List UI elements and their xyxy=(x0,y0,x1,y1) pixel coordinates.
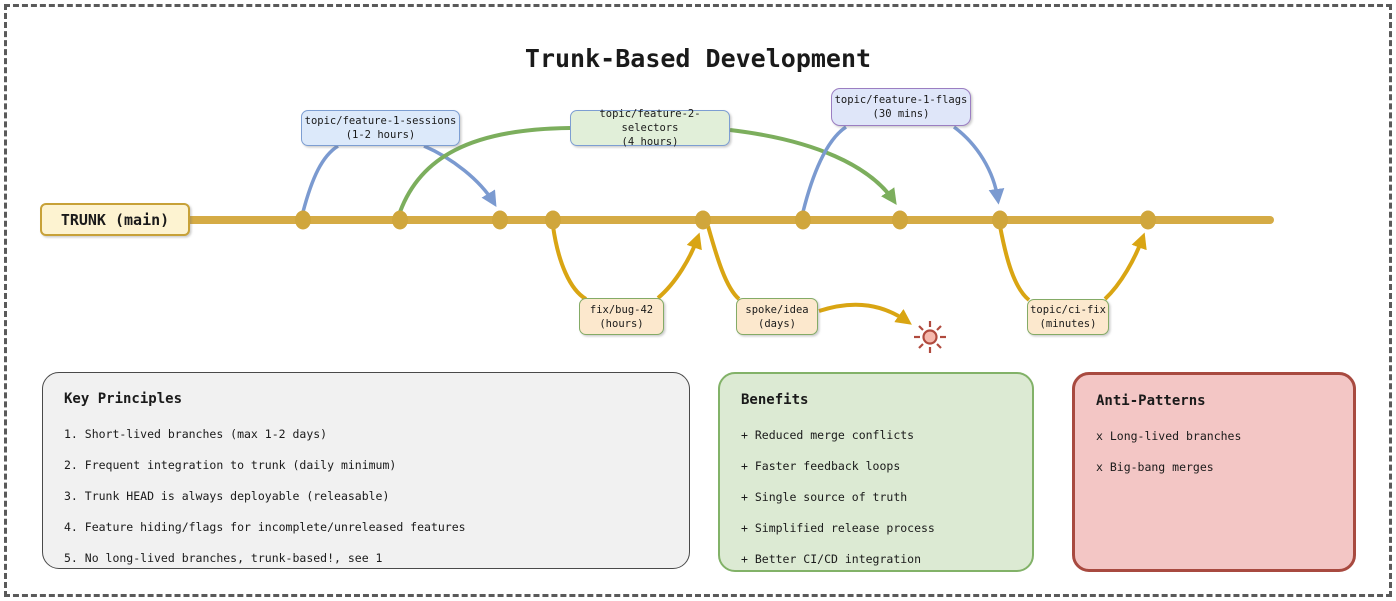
benefits-title: Benefits xyxy=(741,392,809,408)
anti-pattern-item: x Long-lived branches xyxy=(1096,429,1242,443)
key-principle-item: 1. Short-lived branches (max 1-2 days) xyxy=(64,427,328,441)
commit-dot xyxy=(295,210,311,230)
commit-dots xyxy=(295,210,1156,230)
branch-box-spoke-idea: spoke/idea (days) xyxy=(736,298,818,335)
branch-box-fix-bug-42: fix/bug-42 (hours) xyxy=(579,298,664,335)
branch-out-fix-bug-42 xyxy=(551,225,588,301)
merge-arrow-feature-2-selectors xyxy=(729,128,897,205)
commit-dot xyxy=(545,210,561,230)
benefit-item: + Reduced merge conflicts xyxy=(741,428,915,442)
branch-duration: (minutes) xyxy=(1039,318,1097,330)
branch-duration: (30 mins) xyxy=(872,108,930,120)
branch-out-feature-1-flags xyxy=(801,125,848,213)
branch-out-feature-1-sessions xyxy=(301,144,339,213)
diagram-title: Trunk-Based Development xyxy=(524,44,872,73)
branch-box-ci-fix: topic/ci-fix (minutes) xyxy=(1027,299,1109,335)
branch-name: topic/feature-1-sessions xyxy=(304,115,457,127)
key-principle-item: 3. Trunk HEAD is always deployable (rele… xyxy=(64,489,390,503)
anti-pattern-item: x Big-bang merges xyxy=(1096,460,1214,474)
commit-dot xyxy=(1140,210,1156,230)
starburst-icon xyxy=(914,321,946,353)
branch-name: topic/feature-1-flags xyxy=(834,94,968,106)
merge-arrow-feature-1-flags xyxy=(952,125,1005,205)
branch-name: topic/ci-fix xyxy=(1030,304,1106,316)
commit-dot xyxy=(492,210,508,230)
branch-name: spoke/idea xyxy=(745,303,809,316)
merge-arrow-fix-bug-42 xyxy=(656,232,702,300)
benefit-item: + Simplified release process xyxy=(741,521,935,535)
benefits-panel: Benefits + Reduced merge conflicts + Fas… xyxy=(718,372,1034,572)
branch-duration: (1-2 hours) xyxy=(345,129,416,141)
branch-out-ci-fix xyxy=(998,225,1031,302)
abandon-arrow-spoke-idea xyxy=(818,302,912,325)
branch-box-feature-1-flags: topic/feature-1-flags (30 mins) xyxy=(831,88,971,126)
commit-dot xyxy=(392,210,408,230)
branch-duration: (hours) xyxy=(599,317,644,330)
merge-arrow-feature-1-sessions xyxy=(423,144,497,208)
branch-box-feature-2-selectors: topic/feature-2-selectors (4 hours) xyxy=(570,108,730,148)
anti-patterns-title: Anti-Patterns xyxy=(1096,393,1206,409)
key-principles-panel: Key Principles 1. Short-lived branches (… xyxy=(42,372,690,569)
benefit-item: + Faster feedback loops xyxy=(741,459,901,473)
branch-box-feature-1-sessions: topic/feature-1-sessions (1-2 hours) xyxy=(301,110,460,146)
trunk-main-label: TRUNK (main) xyxy=(40,203,190,236)
commit-dot xyxy=(695,210,711,230)
branch-out-spoke-idea xyxy=(706,225,741,301)
commit-dot xyxy=(795,210,811,230)
key-principle-item: 2. Frequent integration to trunk (daily … xyxy=(64,458,397,472)
branch-duration: (4 hours) xyxy=(621,136,679,148)
key-principles-title: Key Principles xyxy=(64,391,183,407)
branch-name: topic/feature-2-selectors xyxy=(599,108,701,134)
branch-out-feature-2-selectors xyxy=(398,126,571,213)
key-principle-item: 4. Feature hiding/flags for incomplete/u… xyxy=(64,520,466,534)
branch-name: fix/bug-42 xyxy=(589,303,654,316)
anti-patterns-panel: Anti-Patterns x Long-lived branches x Bi… xyxy=(1072,372,1356,572)
branch-duration: (days) xyxy=(758,317,796,330)
trunk-main-label-text: TRUNK (main) xyxy=(60,210,170,229)
benefit-item: + Single source of truth xyxy=(741,490,908,504)
commit-dot xyxy=(992,210,1008,230)
merge-arrow-ci-fix xyxy=(1103,232,1147,301)
benefit-item: + Better CI/CD integration xyxy=(741,552,922,566)
commit-dot xyxy=(892,210,908,230)
key-principle-item: 5. No long-lived branches, trunk-based!,… xyxy=(64,551,383,565)
